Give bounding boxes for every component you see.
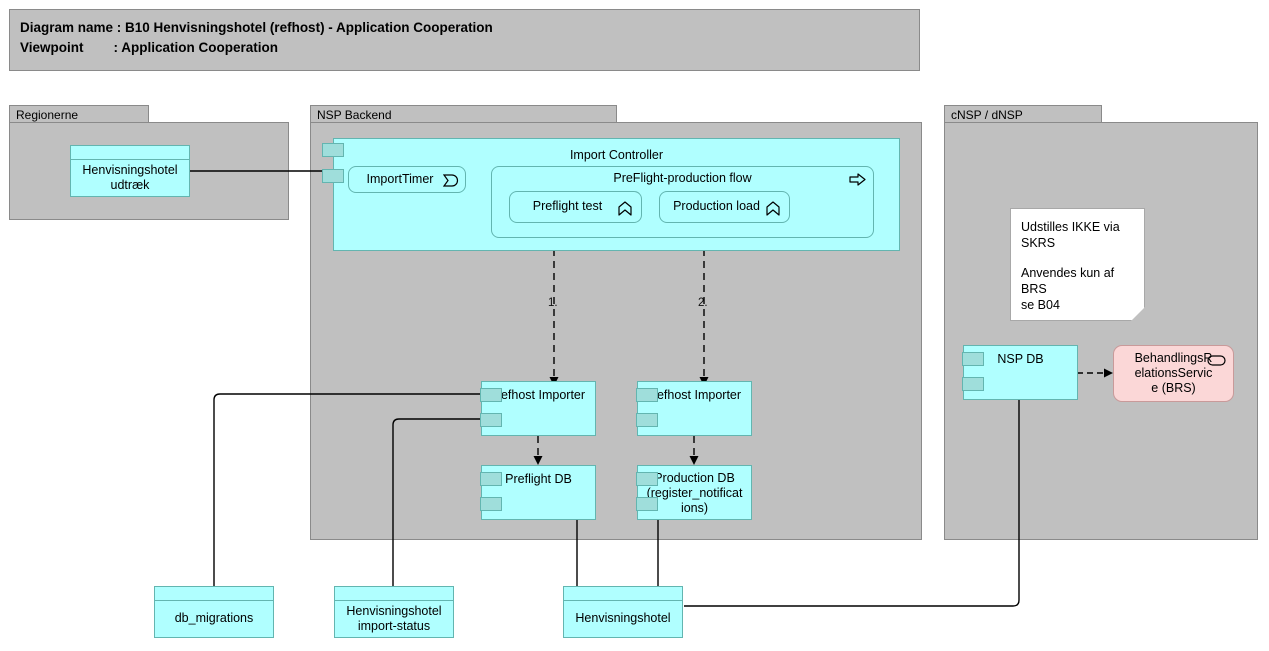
- artifact-header-band: [71, 146, 189, 160]
- component-import-controller-label: Import Controller: [569, 148, 664, 162]
- application-function-production-load[interactable]: Production load: [659, 191, 790, 223]
- henvisningshotel-label: Henvisningshotel: [575, 611, 671, 625]
- refhost-importer-1-port-lower[interactable]: [480, 413, 502, 427]
- nsp-db-label: NSP DB: [997, 352, 1044, 366]
- import-controller-port-upper[interactable]: [322, 143, 344, 157]
- group-cnsp-dnsp-body: [944, 122, 1258, 540]
- connector-label-step-2: 2.: [698, 297, 708, 309]
- note-line-1: Udstilles IKKE via SKRS: [1021, 220, 1120, 250]
- preflight-test-label: Preflight test: [532, 199, 603, 213]
- import-controller-port-lower[interactable]: [322, 169, 344, 183]
- artifact-header-band: [335, 587, 453, 601]
- henvisningshotel-import-status-label: Henvisningshotel import-status: [346, 603, 442, 633]
- production-load-label: Production load: [673, 199, 760, 213]
- db-migrations-label: db_migrations: [174, 611, 254, 625]
- preflight-db-label: Preflight DB: [505, 472, 572, 486]
- nsp-db-port-upper[interactable]: [962, 352, 984, 366]
- artifact-henvisningshotel[interactable]: Henvisningshotel: [563, 586, 683, 638]
- application-service-brs[interactable]: BehandlingsR elationsServic e (BRS): [1113, 345, 1234, 402]
- viewpoint-line: Viewpoint : Application Cooperation: [20, 40, 279, 55]
- artifact-header-band: [155, 587, 273, 601]
- diagram-name-line: Diagram name : B10 Henvisningshotel (ref…: [20, 20, 493, 35]
- refhost-importer-1-label: Refhost Importer: [491, 388, 586, 402]
- artifact-henvisningshotel-import-status[interactable]: Henvisningshotel import-status: [334, 586, 454, 638]
- refhost-importer-1-port-upper[interactable]: [480, 388, 502, 402]
- artifact-db-migrations[interactable]: db_migrations: [154, 586, 274, 638]
- refhost-importer-2-label: Refhost Importer: [647, 388, 742, 402]
- preflight-db-port-lower[interactable]: [480, 497, 502, 511]
- brs-service-label: BehandlingsR elationsServic e (BRS): [1134, 351, 1213, 395]
- group-nsp-backend-label: NSP Backend: [310, 105, 617, 123]
- application-event-icon: [443, 174, 459, 187]
- refhost-importer-2-port-lower[interactable]: [636, 413, 658, 427]
- production-db-port-upper[interactable]: [636, 472, 658, 486]
- group-regionerne-label: Regionerne: [9, 105, 149, 123]
- import-timer-label: ImportTimer: [366, 172, 434, 186]
- refhost-importer-2-port-upper[interactable]: [636, 388, 658, 402]
- preflight-production-flow-label: PreFlight-production flow: [613, 171, 752, 185]
- note-line-2: Anvendes kun af BRS se B04: [1021, 266, 1115, 312]
- application-function-icon: [766, 201, 780, 216]
- application-event-import-timer[interactable]: ImportTimer: [348, 166, 466, 193]
- nsp-db-port-lower[interactable]: [962, 377, 984, 391]
- artifact-henvisningshotel-udtraek-label: Henvisningshotel udtræk: [82, 162, 178, 192]
- note-udstilles-ikke: Udstilles IKKE via SKRS Anvendes kun af …: [1010, 208, 1145, 321]
- application-function-preflight-test[interactable]: Preflight test: [509, 191, 642, 223]
- application-service-icon: [1207, 355, 1226, 366]
- production-db-port-lower[interactable]: [636, 497, 658, 511]
- application-process-icon: [849, 173, 866, 186]
- preflight-db-port-upper[interactable]: [480, 472, 502, 486]
- connector-label-step-1: 1.: [548, 297, 558, 309]
- application-function-icon: [618, 201, 632, 216]
- diagram-title-box: Diagram name : B10 Henvisningshotel (ref…: [9, 9, 920, 71]
- artifact-henvisningshotel-udtraek[interactable]: Henvisningshotel udtræk: [70, 145, 190, 197]
- artifact-header-band: [564, 587, 682, 601]
- group-cnsp-dnsp-label: cNSP / dNSP: [944, 105, 1102, 123]
